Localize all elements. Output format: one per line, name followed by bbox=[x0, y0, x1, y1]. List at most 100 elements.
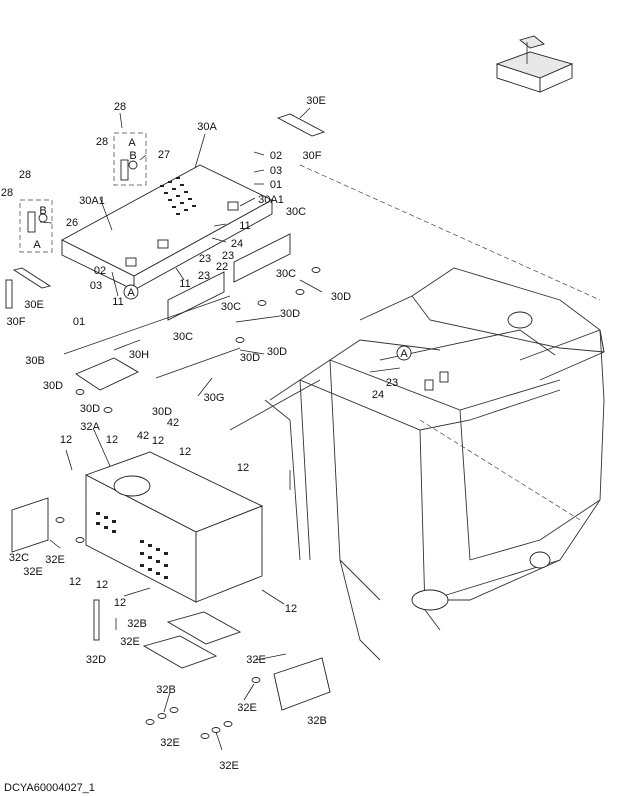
callout-label: 27 bbox=[158, 149, 170, 161]
strip-30e-left bbox=[12, 267, 52, 289]
callout-label: 30A bbox=[197, 121, 217, 133]
rod-30g bbox=[155, 347, 241, 379]
callout-label: 30G bbox=[204, 392, 225, 404]
callout-label: 12 bbox=[96, 579, 108, 591]
callout-label: 30D bbox=[240, 352, 260, 364]
panel-30c-b bbox=[167, 271, 225, 321]
strip-30f-left bbox=[5, 279, 13, 309]
callout-label: 23 bbox=[386, 377, 398, 389]
callout-label: 30H bbox=[129, 349, 149, 361]
callout-label: 28 bbox=[96, 136, 108, 148]
leader-lines bbox=[39, 107, 401, 751]
callout-label: 32B bbox=[127, 618, 147, 630]
lower-cover-32a bbox=[84, 451, 264, 603]
callout-label: 28 bbox=[1, 187, 13, 199]
callout-label: 12 bbox=[179, 446, 191, 458]
strip-30e-top bbox=[276, 113, 326, 137]
callout-label: 30D bbox=[43, 380, 63, 392]
reference-circle-a bbox=[396, 345, 412, 361]
callout-label: A bbox=[127, 287, 135, 299]
callout-label: 12 bbox=[237, 462, 249, 474]
callout-label: B bbox=[129, 150, 136, 162]
drawing-code: DCYA60004027_1 bbox=[4, 782, 95, 794]
callout-label: 32D bbox=[86, 654, 106, 666]
callout-label: 12 bbox=[106, 434, 118, 446]
callout-label: 32B bbox=[156, 684, 176, 696]
callout-label: 28 bbox=[114, 101, 126, 113]
plate-32b-a bbox=[166, 611, 242, 645]
callout-label: 30D bbox=[80, 403, 100, 415]
callout-label: 32E bbox=[23, 566, 43, 578]
callout-label: 30F bbox=[303, 150, 322, 162]
vent-slots-32a bbox=[96, 512, 168, 579]
plate-32b-c bbox=[273, 657, 331, 711]
callout-label: 32B bbox=[307, 715, 327, 727]
panel-32c bbox=[11, 497, 49, 553]
callout-label: 12 bbox=[114, 597, 126, 609]
washers bbox=[55, 267, 321, 739]
callout-label: 30F bbox=[7, 316, 26, 328]
callout-labels: 28 30A 30E 28 27 A B 02 30F 03 01 28 28 … bbox=[1, 95, 408, 772]
callout-label: 01 bbox=[73, 316, 85, 328]
latch-part bbox=[27, 211, 36, 233]
callout-label: 30C bbox=[276, 268, 296, 280]
callout-label: 03 bbox=[270, 165, 282, 177]
callout-label: 02 bbox=[94, 265, 106, 277]
latch-part bbox=[128, 160, 138, 170]
plate-32b-b bbox=[142, 635, 218, 669]
callout-label: 11 bbox=[179, 278, 190, 290]
rod-30h bbox=[63, 295, 231, 355]
callout-label: 30D bbox=[331, 291, 351, 303]
callout-label: 32E bbox=[120, 636, 140, 648]
callout-label: 32C bbox=[9, 552, 29, 564]
callout-label: 23 bbox=[198, 270, 210, 282]
callout-label: 11 bbox=[112, 296, 123, 308]
callout-label: 30D bbox=[280, 308, 300, 320]
vent-slots-30a bbox=[160, 177, 196, 215]
callout-label: 01 bbox=[270, 179, 282, 191]
latch-detail-box-left bbox=[19, 199, 53, 253]
rod-32d bbox=[93, 599, 100, 641]
callout-label: 42 bbox=[167, 417, 179, 429]
callout-label: 30C bbox=[173, 331, 193, 343]
callout-label: 30C bbox=[221, 301, 241, 313]
callout-label: A bbox=[128, 137, 136, 149]
callout-label: 30D bbox=[267, 346, 287, 358]
callout-label: 30A1 bbox=[258, 194, 284, 206]
callout-label: 30E bbox=[24, 299, 44, 311]
callout-label: 11 bbox=[239, 220, 250, 232]
latch-detail-box-top bbox=[113, 132, 147, 186]
callout-label: 24 bbox=[231, 238, 243, 250]
callout-label: A bbox=[400, 348, 408, 360]
callout-label: 30A1 bbox=[79, 195, 105, 207]
callout-label: B bbox=[39, 205, 46, 217]
callout-label: 12 bbox=[69, 576, 81, 588]
panel-30c-a bbox=[233, 233, 291, 283]
top-cover-30a bbox=[61, 164, 273, 291]
callout-label: 30E bbox=[306, 95, 326, 107]
callout-label: 12 bbox=[152, 435, 164, 447]
callout-label: 28 bbox=[19, 169, 31, 181]
callout-label: 30D bbox=[152, 406, 172, 418]
callout-label: 12 bbox=[60, 434, 72, 446]
callout-label: 12 bbox=[285, 603, 297, 615]
latch-part bbox=[120, 159, 129, 181]
upper-frame-structure bbox=[229, 164, 605, 661]
callout-label: 23 bbox=[199, 253, 211, 265]
callout-label: 32E bbox=[160, 737, 180, 749]
callout-label: 23 bbox=[222, 250, 234, 262]
callout-label: 22 bbox=[216, 261, 228, 273]
callout-label: 42 bbox=[137, 430, 149, 442]
callout-label: 32E bbox=[246, 654, 266, 666]
callout-label: A bbox=[33, 239, 41, 251]
callout-label: 02 bbox=[270, 150, 282, 162]
callout-label: 30B bbox=[25, 355, 45, 367]
plate-30b bbox=[75, 357, 139, 391]
callout-label: 26 bbox=[66, 217, 78, 229]
callout-label: 32A bbox=[80, 421, 100, 433]
callout-label: 32E bbox=[219, 760, 239, 772]
callout-label: 24 bbox=[372, 389, 384, 401]
reference-circle-a bbox=[123, 284, 139, 300]
